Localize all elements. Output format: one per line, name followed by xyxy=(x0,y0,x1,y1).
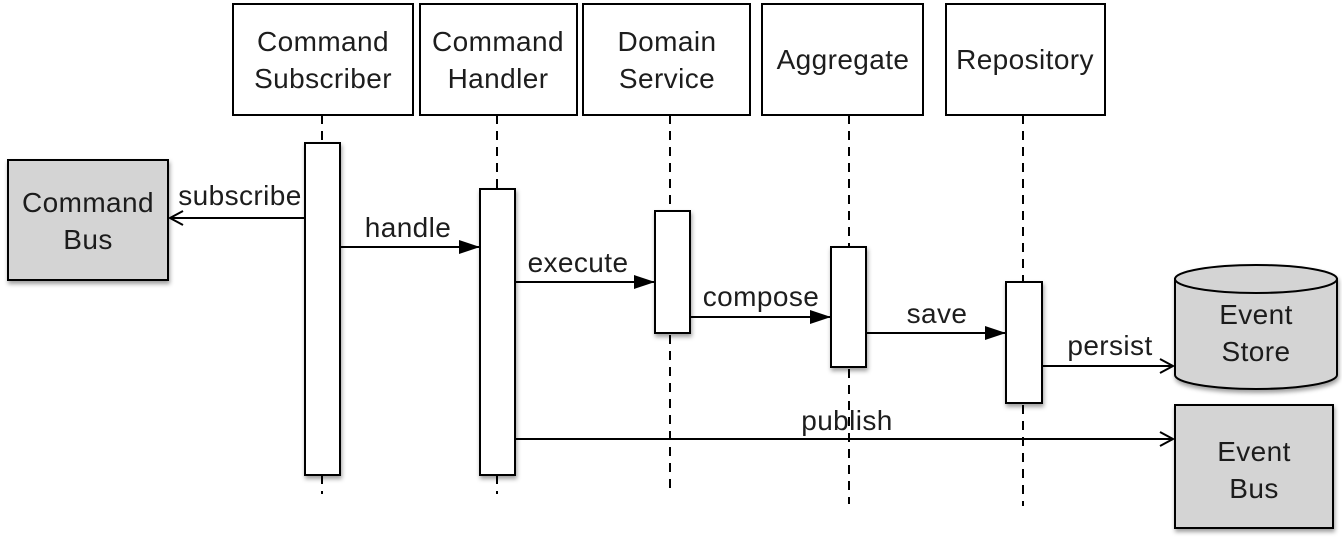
message-persist: persist xyxy=(1042,330,1176,374)
message-compose: compose xyxy=(690,281,831,324)
actor-repository: Repository xyxy=(945,3,1106,116)
actor-command-handler: Command Handler xyxy=(419,3,578,116)
event-store-label-line1: Event xyxy=(1219,299,1293,330)
command-bus-label-line2: Bus xyxy=(63,224,112,255)
lifelines xyxy=(321,115,1024,506)
activation-bar-repository xyxy=(1005,281,1043,404)
message-compose-label: compose xyxy=(703,281,819,312)
event-store-label-line2: Store xyxy=(1222,336,1291,367)
message-subscribe: subscribe xyxy=(167,180,305,226)
actor-label-line2: Handler xyxy=(448,63,549,94)
actor-label-line1: Aggregate xyxy=(777,44,910,75)
activation-bars xyxy=(304,142,1043,476)
message-persist-label: persist xyxy=(1067,330,1152,361)
activation-bar-command-handler xyxy=(479,188,516,476)
external-event-store: Event Store xyxy=(1174,264,1338,390)
actor-label-line1: Repository xyxy=(956,44,1094,75)
actor-label-line2: Subscriber xyxy=(254,63,392,94)
actor-domain-service: Domain Service xyxy=(582,3,751,116)
external-event-bus: Event Bus xyxy=(1174,404,1334,529)
message-publish: publish xyxy=(515,405,1176,447)
event-bus-label-line1: Event xyxy=(1217,436,1291,467)
actor-box xyxy=(419,3,578,116)
actor-label-line1: Command xyxy=(432,26,564,57)
actor-label-line2: Service xyxy=(619,63,715,94)
message-execute: execute xyxy=(515,247,655,289)
actor-label-line1: Command xyxy=(257,26,389,57)
message-save-label: save xyxy=(907,298,968,329)
message-handle-label: handle xyxy=(365,212,451,243)
activation-bar-aggregate xyxy=(830,246,867,368)
command-bus-box xyxy=(7,159,169,281)
actor-box xyxy=(232,3,414,116)
actor-command-subscriber: Command Subscriber xyxy=(232,3,414,116)
external-command-bus: Command Bus xyxy=(7,159,169,281)
message-save: save xyxy=(866,298,1006,340)
event-store-cylinder-body xyxy=(1174,278,1338,390)
message-execute-label: execute xyxy=(528,247,629,278)
event-bus-box xyxy=(1174,404,1334,529)
event-store-cylinder-top xyxy=(1174,264,1338,294)
actor-box xyxy=(761,3,924,116)
message-publish-label: publish xyxy=(801,405,893,436)
activation-bar-command-subscriber xyxy=(304,142,341,476)
message-handle: handle xyxy=(340,212,480,254)
command-bus-label-line1: Command xyxy=(22,187,154,218)
actor-label-line1: Domain xyxy=(618,26,717,57)
actor-box xyxy=(582,3,751,116)
event-bus-label-line2: Bus xyxy=(1229,473,1278,504)
actor-box xyxy=(945,3,1106,116)
actor-aggregate: Aggregate xyxy=(761,3,924,116)
activation-bar-domain-service xyxy=(654,210,691,334)
message-subscribe-label: subscribe xyxy=(178,180,301,211)
